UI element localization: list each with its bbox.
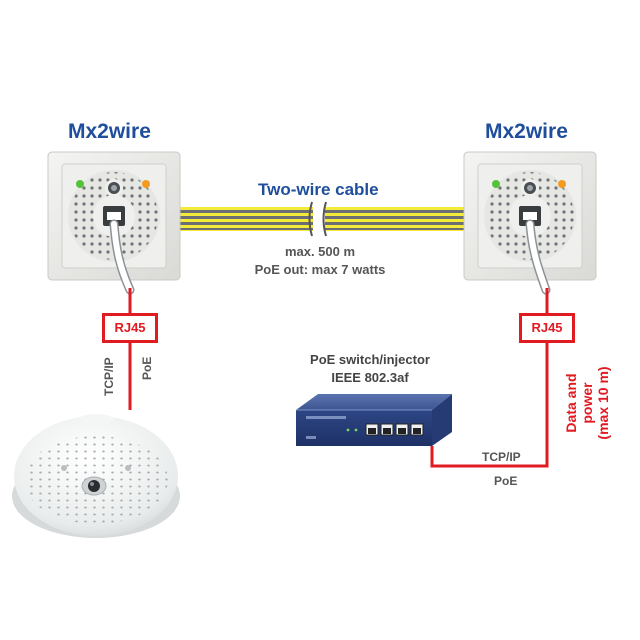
left-link-protocol-label: TCP/IP: [102, 357, 116, 396]
right-link-description: Data and power (max 10 m): [563, 348, 611, 458]
left-link-power-label: PoE: [140, 356, 154, 380]
switch-link-power-label: PoE: [494, 474, 518, 488]
led-green-icon: [76, 180, 84, 188]
switch-standard: IEEE 802.3af: [331, 370, 409, 385]
port-icon: [413, 428, 421, 434]
led-green-icon: [492, 180, 500, 188]
rj45-right-label: RJ45: [519, 313, 575, 343]
led-orange-icon: [142, 180, 150, 188]
led-orange-icon: [558, 180, 566, 188]
rj45-left-label: RJ45: [102, 313, 158, 343]
right-link-label-line1: Data and: [563, 373, 579, 433]
right-link-label-line2: power: [579, 382, 595, 424]
port-icon: [368, 428, 376, 434]
mx2wire-left-title: Mx2wire: [68, 120, 151, 143]
cable-break-icon: [313, 202, 325, 236]
mx2wire-right-device: [463, 151, 597, 281]
switch-title: PoE switch/injector: [310, 352, 430, 367]
right-link-label-line3: (max 10 m): [595, 366, 611, 440]
cable-spec-distance: max. 500 m: [284, 244, 356, 259]
cable-spec-power: PoE out: max 7 watts: [254, 262, 386, 277]
port-icon: [383, 428, 391, 434]
mx2wire-left-device: [47, 151, 181, 281]
patch-cable-right: [525, 219, 551, 295]
port-icon: [398, 428, 406, 434]
camera-lens-icon: [88, 480, 100, 492]
mx2wire-right-title: Mx2wire: [485, 120, 568, 143]
cable-title: Two-wire cable: [258, 180, 379, 199]
hemispheric-camera: [12, 414, 180, 538]
poe-switch-device: [296, 394, 452, 446]
red-link-right: [430, 288, 549, 468]
two-wire-cable: [180, 201, 465, 237]
switch-link-protocol-label: TCP/IP: [482, 450, 521, 464]
patch-cable-left: [109, 219, 135, 295]
